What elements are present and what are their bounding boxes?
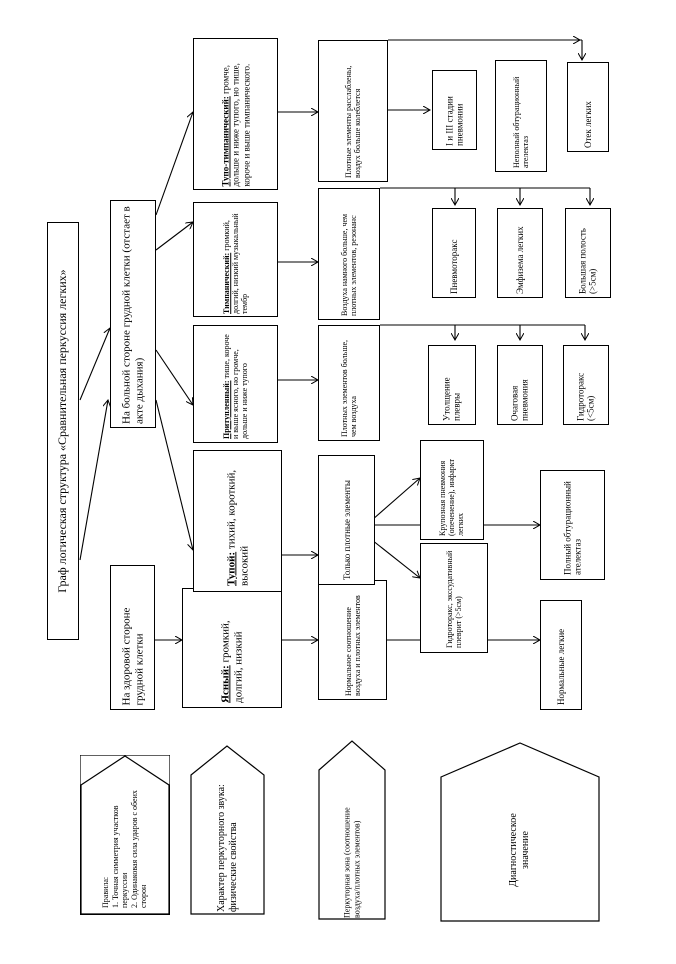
arrow-sick-dull — [155, 399, 193, 550]
legend-rules: Правила: 1. Точная симметрия участков пе… — [80, 755, 170, 915]
rules-text: Правила: 1. Точная симметрия участков пе… — [101, 788, 149, 908]
side-sick-text: На больной стороне грудной клетки (отста… — [120, 206, 145, 424]
rules-item: 1. Точная симметрия участков перкуссии — [110, 805, 130, 908]
sound-muffled-name: Притупленный: — [221, 380, 231, 440]
sound-dull: Тупой: тихий, короткий, высокий — [193, 450, 282, 592]
arrow-sick-muffled — [155, 349, 193, 405]
arrow-title-healthy — [79, 400, 108, 561]
zone-muffled: Плотных элементов больше, чем воздуха — [318, 325, 380, 441]
diag-pneumo-text: Пневмоторакс — [448, 239, 459, 294]
diag-cavity: Большая полость (>5см) — [565, 208, 611, 298]
zone-clear-text: Нормальное соотношение воздуха и плотных… — [343, 595, 362, 696]
sound-dulltymp-text: Тупо-тимпанический: громче, дольше и ниж… — [219, 42, 251, 187]
legend-sound-text: Характер перкуторного звука: физические … — [215, 784, 239, 912]
page-title: Граф логическая структура «Сравнительная… — [55, 269, 70, 593]
sound-dull-text: Тупой: тихий, короткий, высокий — [225, 456, 250, 586]
sound-clear-text: Ясный: громкий, долгий, низкий — [219, 593, 244, 703]
diag-stage: I и III стадии пневмонии — [432, 70, 477, 150]
legend-sound-character: Характер перкуторного звука: физические … — [190, 745, 265, 915]
diag-partial-atelectasis: Неполный обтурационный ателектаз — [495, 60, 547, 172]
zone-dull: Только плотные элементы — [318, 455, 375, 585]
legend-diagnostic: Диагностическое значение — [440, 742, 600, 922]
diag-focal-text: Очаговая пневмония — [509, 379, 530, 421]
diag-full-atelectasis: Полный обтурационный ателектаз — [540, 470, 605, 580]
arrow-sick-dulltymp — [155, 112, 193, 216]
diag-partial-atel-text: Неполный обтурационный ателектаз — [511, 76, 530, 168]
diag-normal: Нормальные легкие — [540, 600, 582, 710]
diag-hydro-exud-text: Гидроторакс, экссудативный плеврит (>5см… — [444, 550, 463, 648]
diag-croupous: Крупозная пневмония (опеченение), инфарк… — [420, 440, 484, 540]
legend-zone: Перкуторная зона (соотношение воздуха/пл… — [318, 740, 386, 920]
diag-edema-text: Отек легких — [582, 101, 593, 148]
sound-muffled: Притупленный: тише, короче и выше ясного… — [193, 325, 278, 443]
diag-emphysema: Эмфизема легких — [497, 208, 543, 298]
sound-clear-name: Ясный: — [219, 665, 232, 703]
arrow-dull-hydro — [371, 539, 420, 578]
legend-diagnostic-text: Диагностическое значение — [508, 813, 531, 887]
title-box: Граф логическая структура «Сравнительная… — [47, 222, 79, 640]
diag-pneumothorax: Пневмоторакс — [432, 208, 476, 298]
diag-hydro-exudative: Гидроторакс, экссудативный плеврит (>5см… — [420, 543, 488, 653]
side-healthy: На здоровой стороне грудной клетки — [110, 565, 155, 710]
zone-clear: Нормальное соотношение воздуха и плотных… — [318, 580, 387, 700]
diag-hydro-small: Гидроторакс (<5см) — [563, 345, 609, 425]
side-sick: На больной стороне грудной клетки (отста… — [110, 200, 156, 428]
sound-tympanic: Тимпанический: громкий, долгий, низкий м… — [193, 202, 278, 317]
arrow-title-sick — [79, 328, 110, 401]
zone-muffled-text: Плотных элементов больше, чем воздуха — [339, 339, 358, 437]
diag-pleura: Утолщение плевры — [428, 345, 476, 425]
legend-zone-text: Перкуторная зона (соотношение воздуха/пл… — [342, 807, 361, 918]
arrow-sick-tympanic — [155, 222, 193, 251]
zone-dull-tympanic: Плотные элементы расслаблены, воздух бол… — [318, 40, 388, 182]
sound-muffled-text: Притупленный: тише, короче и выше ясного… — [222, 329, 250, 439]
rules-heading: Правила: — [101, 876, 111, 908]
sound-dull-name: Тупой: — [224, 551, 237, 586]
side-healthy-text: На здоровой стороне грудной клетки — [119, 607, 145, 705]
zone-dulltymp-text: Плотные элементы расслаблены, воздух бол… — [343, 65, 362, 178]
diag-pleura-text: Утолщение плевры — [441, 377, 462, 421]
sound-tympanic-name: Тимпанический: — [221, 252, 231, 314]
sound-dull-tympanic: Тупо-тимпанический: громче, дольше и ниж… — [193, 38, 278, 190]
diag-full-atel-text: Полный обтурационный ателектаз — [562, 481, 583, 575]
arrow-dull-croupous — [371, 478, 420, 521]
sound-clear: Ясный: громкий, долгий, низкий — [182, 588, 282, 708]
diag-hydro-small-text: Гидроторакс (<5см) — [575, 372, 596, 421]
zone-tympanic-text: Воздуха намного больше, чем плотных элем… — [339, 213, 358, 316]
zone-dull-text: Только плотные элементы — [341, 480, 352, 580]
diag-edema: Отек легких — [567, 62, 609, 152]
diag-cavity-text: Большая полость (>5см) — [577, 228, 598, 294]
diag-focal: Очаговая пневмония — [497, 345, 543, 425]
diag-stage-text: I и III стадии пневмонии — [444, 96, 465, 146]
diag-emph-text: Эмфизема легких — [514, 226, 525, 294]
sound-dulltymp-name: Тупо-тимпанический: — [219, 96, 230, 187]
diag-normal-text: Нормальные легкие — [555, 628, 566, 705]
zone-tympanic: Воздуха намного больше, чем плотных элем… — [318, 188, 380, 320]
sound-tympanic-text: Тимпанический: громкий, долгий, низкий м… — [222, 206, 250, 314]
diag-croupous-text: Крупозная пневмония (опеченение), инфарк… — [438, 458, 466, 536]
rules-item: 2. Одинаковая сила ударов с обеих сторон — [129, 789, 149, 908]
